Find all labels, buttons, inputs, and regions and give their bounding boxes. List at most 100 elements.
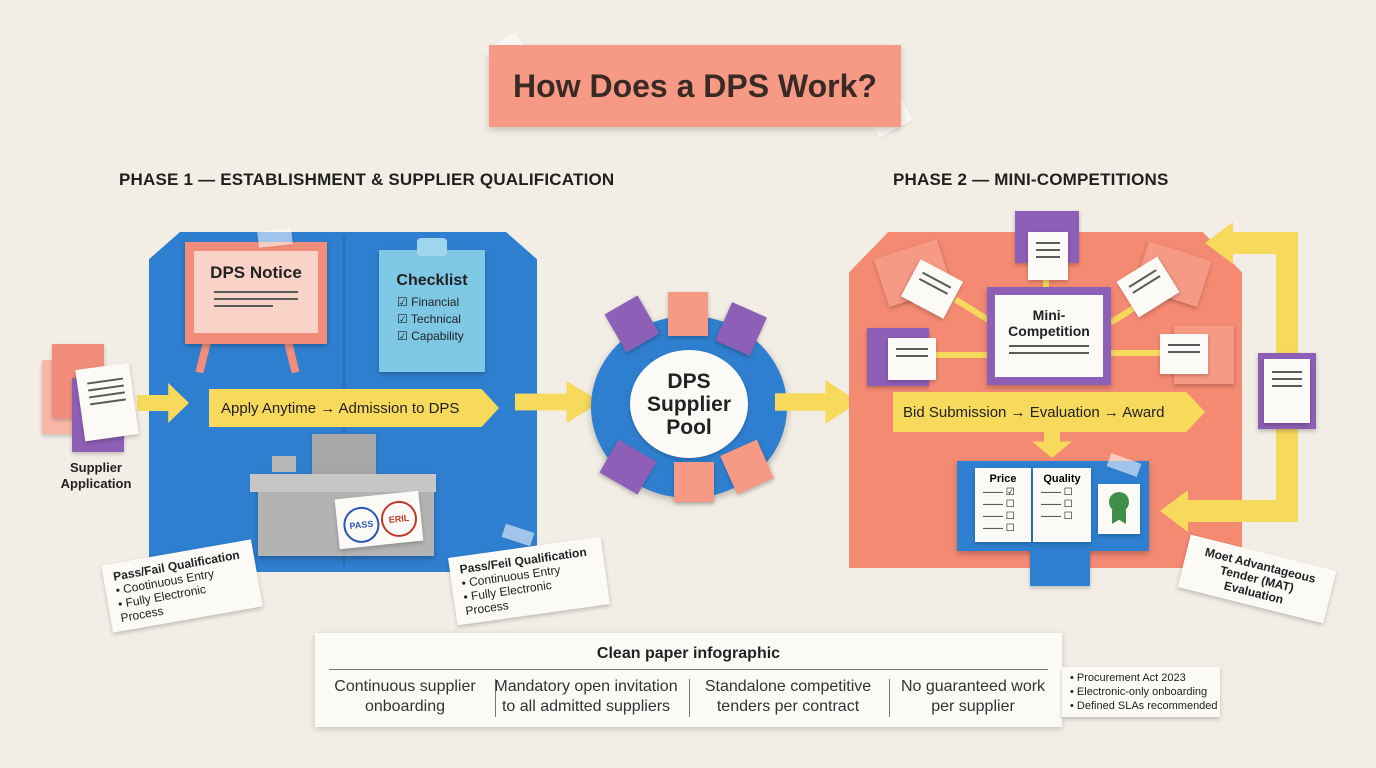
mini-competition-line: Competition	[1008, 323, 1090, 339]
text-line	[1168, 344, 1200, 346]
supplier-application-label: Supplier Application	[46, 460, 146, 492]
summary-column-line: Standalone competitive	[704, 678, 872, 695]
column-divider	[495, 679, 496, 717]
phase1-heading: PHASE 1 — ESTABLISHMENT & SUPPLIER QUALI…	[119, 170, 615, 189]
application-doc	[75, 362, 139, 442]
checkbox-icon: ☐	[1063, 499, 1073, 510]
criterion-row: ―― ☑	[983, 487, 1015, 498]
quality-column: Quality ―― ☐ ―― ☐ ―― ☐	[1033, 468, 1091, 542]
text-line	[1132, 275, 1161, 294]
fail-stamp-icon: ERIL	[379, 499, 419, 539]
checklist-title: Checklist	[396, 272, 468, 289]
machine-tray	[312, 434, 376, 478]
pool-center: DPS Supplier Pool	[630, 350, 748, 458]
criterion-row: ―― ☐	[983, 511, 1015, 522]
loop-arrow-top	[1222, 232, 1298, 254]
machine-top	[250, 474, 436, 492]
text-line	[89, 391, 125, 399]
checklist-item: ☑ Technical	[397, 311, 485, 328]
criterion-row: ―― ☐	[983, 523, 1015, 534]
page-title: How Does a DPS Work?	[489, 45, 901, 127]
text-line	[1036, 249, 1060, 251]
text-line	[214, 291, 298, 293]
price-label: Price	[989, 473, 1017, 485]
text-line	[1272, 371, 1302, 373]
summary-column-line: Continuous supplier	[334, 678, 476, 695]
summary-card: Clean paper infographic Continuous suppl…	[315, 633, 1062, 727]
mini-competition-line: Mini-	[1032, 307, 1066, 323]
mini-competition-card: Mini- Competition	[987, 287, 1111, 385]
checkbox-checked-icon: ☑	[1005, 487, 1015, 498]
award-badge-icon	[1109, 492, 1129, 512]
phase2-heading: PHASE 2 — MINI-COMPETITIONS	[893, 170, 1169, 189]
mini-competition-title: Mini- Competition	[995, 307, 1103, 339]
side-note-line: • Defined SLAs recommended	[1070, 700, 1218, 712]
text-line	[214, 305, 273, 307]
award-badge-card	[1098, 484, 1140, 534]
text-line	[1009, 345, 1089, 347]
text-line	[1272, 378, 1302, 380]
checklist-clipboard: Checklist ☑ Financial ☑ Technical ☑ Capa…	[379, 238, 485, 372]
bid-doc	[888, 338, 936, 380]
apply-arrow: Apply Anytime → Admission to DPS	[209, 389, 499, 427]
checkbox-icon: ☑	[397, 312, 408, 326]
bid-arrow: Bid Submission → Evaluation → Award	[893, 392, 1205, 432]
stamp-card: PASS ERIL	[334, 490, 424, 550]
side-note-line: • Procurement Act 2023	[1070, 672, 1186, 684]
side-note-line: • Electronic-only onboarding	[1070, 686, 1208, 698]
criterion-row: ―― ☐	[1041, 487, 1073, 498]
checklist-item-label: Technical	[410, 312, 461, 326]
text-line	[90, 398, 126, 406]
pass-fail-tag-left: Pass/Fail Qualification • Cootinuous Ent…	[101, 539, 263, 633]
summary-heading: Clean paper infographic	[596, 645, 781, 662]
arrow-icon	[775, 380, 859, 424]
bid-doc	[1028, 232, 1068, 280]
clip-icon	[417, 238, 447, 256]
checkbox-icon: ☐	[1005, 499, 1015, 510]
text-line	[1168, 351, 1200, 353]
pool-label: Supplier	[646, 392, 731, 416]
text-line	[896, 348, 928, 350]
connector	[915, 352, 995, 358]
ribbon-icon	[1112, 510, 1126, 524]
envelope-icon	[674, 462, 714, 502]
summary-column: No guaranteed work per supplier	[893, 677, 1053, 721]
supplier-application-line: Supplier	[69, 460, 122, 475]
machine-knob	[272, 456, 296, 472]
summary-column-line: Mandatory open invitation	[494, 678, 678, 695]
text-line	[88, 384, 125, 392]
summary-rule	[329, 669, 1048, 670]
supplier-application-line: Application	[60, 476, 132, 491]
loop-document	[1264, 359, 1310, 423]
dps-notice-sheet: DPS Notice	[194, 251, 318, 333]
summary-column-line: onboarding	[364, 698, 446, 715]
text-line	[1036, 242, 1060, 244]
checkbox-icon: ☐	[1063, 487, 1073, 498]
pool-label: DPS	[667, 369, 711, 393]
text-line	[896, 355, 928, 357]
text-line	[1272, 385, 1302, 387]
mat-tag: Moet Advantageous Tender (MAT) Evaluatio…	[1177, 534, 1337, 624]
loop-arrow-bottom	[1180, 500, 1298, 522]
apply-arrow-label: Apply Anytime → Admission to DPS	[221, 399, 460, 417]
text-line	[1009, 352, 1089, 354]
evaluation-stand	[1030, 548, 1090, 586]
summary-column: Standalone competitive tenders per contr…	[693, 677, 883, 721]
criterion-row: ―― ☐	[1041, 499, 1073, 510]
text-line	[918, 277, 949, 295]
envelope-icon	[668, 292, 708, 336]
fail-stamp-label: ERIL	[388, 512, 410, 525]
checklist-item-label: Capability	[411, 329, 464, 343]
connector	[1043, 280, 1049, 292]
quality-label: Quality	[1043, 473, 1081, 485]
summary-column: Mandatory open invitation to all admitte…	[487, 677, 685, 721]
column-divider	[889, 679, 890, 717]
summary-column-line: tenders per contract	[716, 698, 860, 715]
checkbox-icon: ☐	[1063, 511, 1073, 522]
checkbox-icon: ☐	[1005, 511, 1015, 522]
criterion-row: ―― ☐	[1041, 511, 1073, 522]
pass-stamp-label: PASS	[349, 518, 374, 532]
summary-column-line: No guaranteed work	[900, 678, 1046, 695]
criterion-row: ―― ☐	[983, 499, 1015, 510]
summary-column: Continuous supplier onboarding	[321, 677, 489, 721]
